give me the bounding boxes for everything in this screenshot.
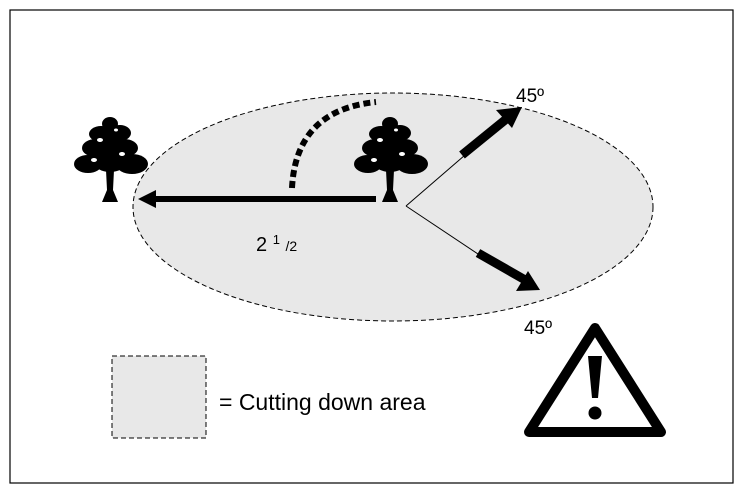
escape-line-lower bbox=[405, 205, 491, 263]
angle-label-lower: 45º bbox=[524, 318, 552, 339]
legend-text: = Cutting down area bbox=[219, 389, 426, 415]
distance-label: 2 1 /2 bbox=[256, 227, 297, 256]
escape-arrow-upper bbox=[459, 107, 522, 159]
fall-arc bbox=[289, 99, 377, 189]
fall-distance-arrow bbox=[138, 190, 376, 208]
angle-label-upper: 45º bbox=[516, 86, 544, 107]
legend-swatch bbox=[111, 355, 207, 439]
warning-triangle-icon bbox=[524, 323, 666, 437]
cutting-area-ellipse bbox=[132, 92, 654, 322]
escape-arrow-lower bbox=[475, 249, 540, 291]
distance-fraction-denominator: /2 bbox=[285, 238, 297, 254]
distance-main: 2 bbox=[256, 234, 273, 256]
distance-fraction-numerator: 1 bbox=[273, 232, 280, 247]
diagram-frame bbox=[9, 9, 734, 484]
